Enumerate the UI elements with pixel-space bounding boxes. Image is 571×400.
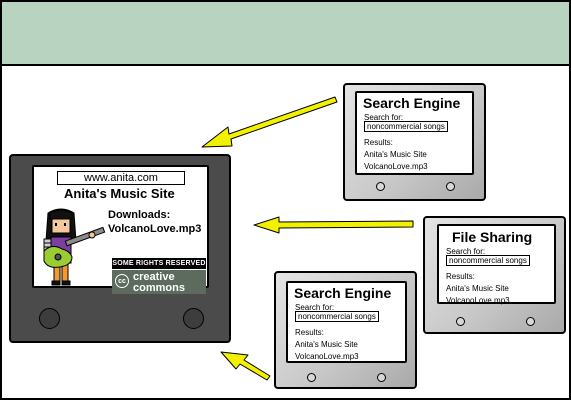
arrow-search-top-to-site — [201, 96, 338, 148]
search-input[interactable]: noncommercial songs — [364, 121, 448, 132]
results-label: Results: — [364, 138, 393, 147]
search-input[interactable]: noncommercial songs — [446, 255, 530, 266]
music-site-device: www.anita.com Anita's Music Site Downloa… — [9, 154, 231, 343]
results-list: Results: Anita's Music Site VolcanoLove.… — [364, 137, 428, 173]
download-link[interactable]: VolcanoLove.mp3 — [108, 223, 202, 235]
device-knob — [446, 182, 455, 191]
result-item[interactable]: VolcanoLove.mp3 — [446, 296, 510, 305]
result-item[interactable]: Anita's Music Site — [446, 284, 509, 293]
result-item[interactable]: VolcanoLove.mp3 — [364, 162, 428, 171]
result-item[interactable]: Anita's Music Site — [364, 150, 427, 159]
screen-title: Search Engine — [294, 285, 392, 301]
guitarist-illustration — [43, 208, 106, 286]
file-sharing-screen: File Sharing Search for: noncommercial s… — [437, 224, 556, 307]
header-bar — [2, 2, 569, 66]
cc-text-line2: commons — [133, 282, 185, 294]
device-knob — [456, 317, 465, 326]
device-knob — [526, 317, 535, 326]
search-label: Search for: — [364, 113, 404, 122]
results-label: Results: — [446, 272, 475, 281]
screen-title: Search Engine — [363, 95, 461, 111]
search-label: Search for: — [295, 303, 335, 312]
results-label: Results: — [295, 328, 324, 337]
creative-commons-logo: cc creative commons — [112, 270, 206, 294]
screen-title: File Sharing — [452, 229, 533, 245]
device-knob — [183, 308, 204, 329]
downloads-block: Downloads: VolcanoLove.mp3 — [108, 208, 201, 236]
arrow-search-bottom-to-site — [220, 351, 271, 381]
cc-text-line1: creative — [133, 271, 175, 283]
file-sharing-device: File Sharing Search for: noncommercial s… — [423, 216, 566, 334]
cc-icon: cc — [115, 274, 129, 288]
search-input[interactable]: noncommercial songs — [295, 311, 379, 322]
downloads-label: Downloads: — [108, 209, 171, 221]
device-knob — [39, 308, 60, 329]
music-site-screen: www.anita.com Anita's Music Site Downloa… — [32, 165, 209, 294]
some-rights-reserved-badge: SOME RIGHTS RESERVED — [112, 258, 206, 269]
search-engine-device-bottom: Search Engine Search for: noncommercial … — [274, 271, 417, 389]
device-knob — [307, 373, 316, 382]
search-engine-screen-bottom: Search Engine Search for: noncommercial … — [286, 281, 407, 363]
results-list: Results: Anita's Music Site VolcanoLove.… — [295, 327, 359, 363]
result-item[interactable]: VolcanoLove.mp3 — [295, 352, 359, 361]
search-engine-device-top: Search Engine Search for: noncommercial … — [343, 83, 486, 201]
search-label: Search for: — [446, 247, 486, 256]
url-bar[interactable]: www.anita.com — [57, 171, 185, 185]
results-list: Results: Anita's Music Site VolcanoLove.… — [446, 271, 510, 307]
result-item[interactable]: Anita's Music Site — [295, 340, 358, 349]
search-engine-screen-top: Search Engine Search for: noncommercial … — [355, 91, 474, 175]
site-title: Anita's Music Site — [64, 186, 175, 201]
device-knob — [377, 373, 386, 382]
device-knob — [376, 182, 385, 191]
arrow-file-sharing-to-site — [253, 216, 414, 234]
